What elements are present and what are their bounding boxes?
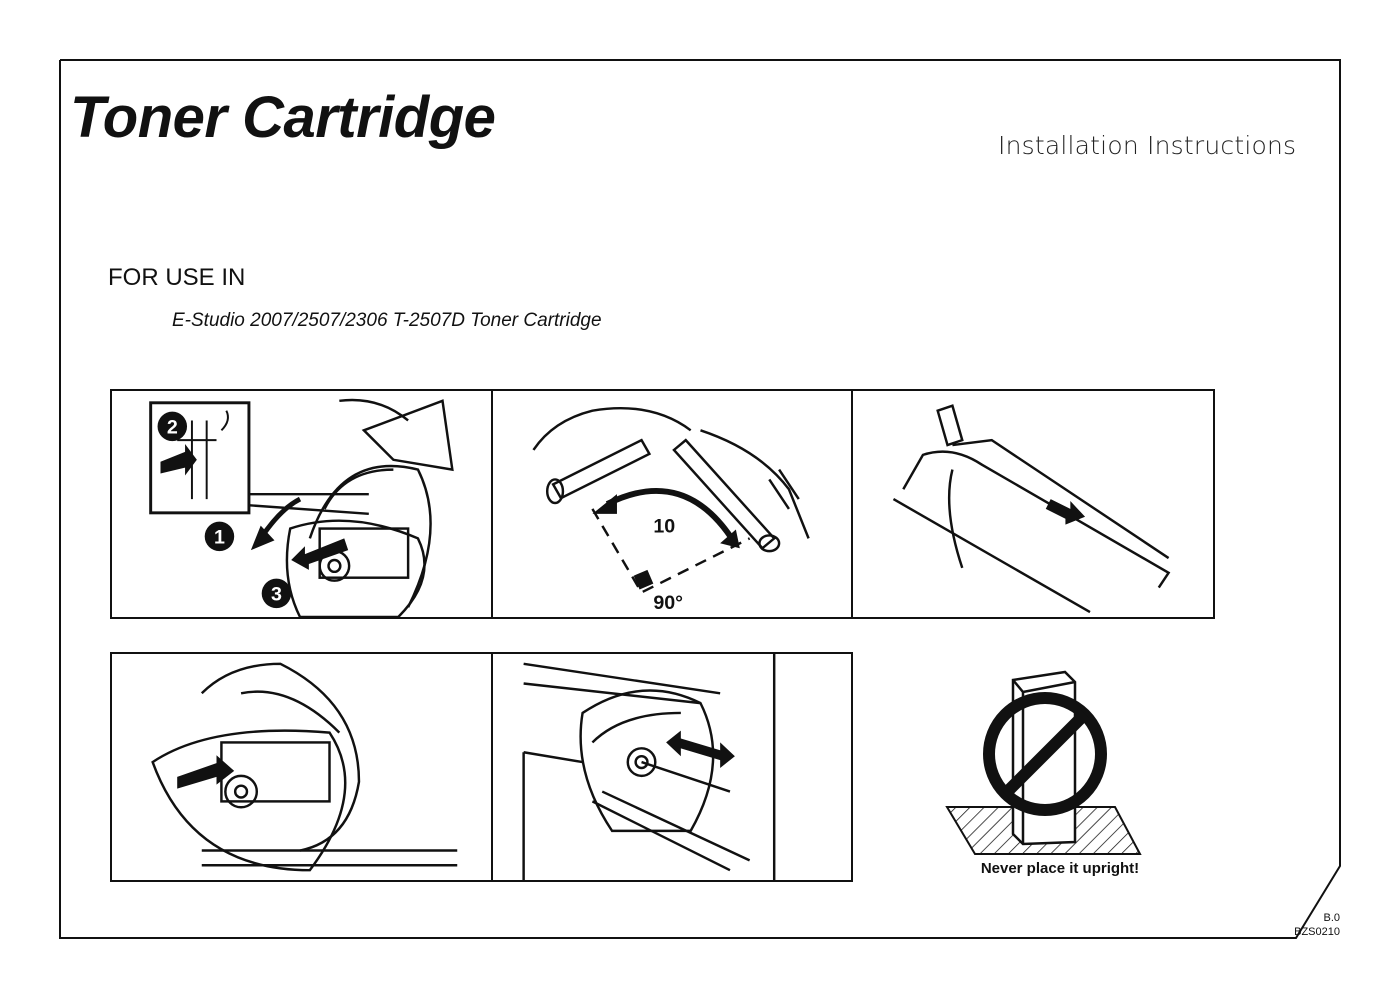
step-marker-1: 1	[214, 526, 225, 548]
page-title: Toner Cartridge	[70, 85, 496, 150]
page-subtitle: Installation Instructions	[998, 131, 1297, 160]
insert-cartridge-illustration	[151, 662, 458, 872]
warning-caption: Never place it upright!	[980, 860, 1140, 877]
step-panel-shake: 10 90°	[491, 389, 853, 619]
step-panel-seal	[851, 389, 1215, 619]
step-panel-lock	[491, 652, 853, 882]
remove-cartridge-illustration: 2 1 3	[149, 398, 454, 617]
step-marker-2: 2	[167, 416, 178, 438]
step-marker-3: 3	[271, 583, 282, 605]
step-panel-remove: 2 1 3	[110, 389, 493, 619]
shake-angle: 90°	[653, 592, 683, 614]
no-upright-warning-icon	[945, 670, 1142, 855]
shake-count: 10	[653, 515, 675, 537]
model-compatibility: E-Studio 2007/2507/2306 T-2507D Toner Ca…	[172, 310, 602, 331]
step-panel-insert	[110, 652, 493, 882]
lock-cartridge-illustration	[522, 654, 776, 880]
remove-seal-illustration	[892, 404, 1171, 614]
for-use-heading: FOR USE IN	[108, 264, 246, 291]
document-code: BZS0210	[1294, 926, 1340, 938]
shake-cartridge-illustration: 10 90°	[532, 406, 810, 614]
version-code: B.0	[1323, 912, 1340, 924]
